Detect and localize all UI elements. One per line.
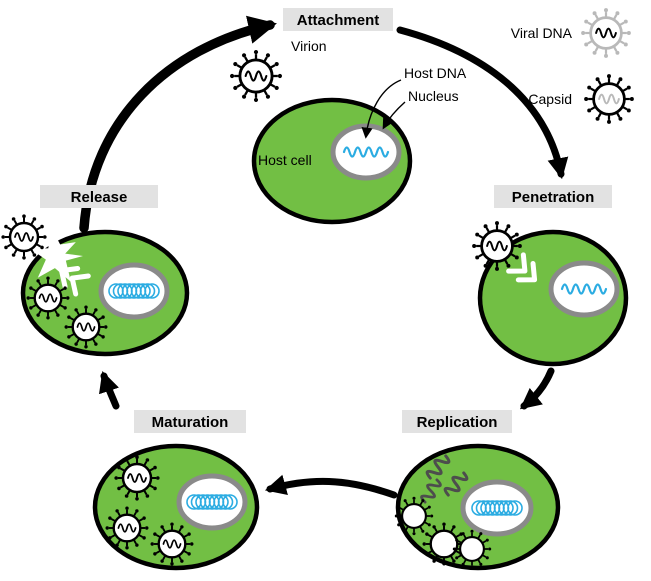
membrane-burst-icon xyxy=(31,226,84,282)
maturation-cell xyxy=(92,443,260,571)
penetration-label-box xyxy=(494,185,612,208)
host-nucleus xyxy=(330,123,402,181)
attachment-label-box xyxy=(283,8,393,31)
penetration-label: Penetration xyxy=(512,189,595,206)
nucleus-envelope xyxy=(98,262,170,320)
virion-label: Virion xyxy=(291,38,327,54)
nucleus xyxy=(176,473,248,531)
replication-label-box xyxy=(402,410,512,433)
legend-capsid-label: Capsid xyxy=(528,91,572,107)
arrow-penetration-to-replication xyxy=(519,367,555,410)
replication-cell xyxy=(395,443,561,571)
legend-viral-dna-label: Viral DNA xyxy=(511,25,573,41)
nucleus xyxy=(98,262,170,320)
viral-dna-legend-icon xyxy=(581,8,631,58)
host-dna-label: Host DNA xyxy=(404,65,467,81)
replication-label: Replication xyxy=(417,414,498,431)
host-cell-label: Host cell xyxy=(258,152,312,168)
arrow-attachment-to-penetration xyxy=(396,26,569,180)
maturation-label-box xyxy=(134,410,246,433)
release-label: Release xyxy=(71,189,128,206)
attachment-host-cell: Host cell xyxy=(251,97,413,225)
penetration-cell xyxy=(472,221,629,367)
arrow-maturation-to-release xyxy=(99,371,120,410)
maturation-label: Maturation xyxy=(152,414,229,431)
legend: Viral DNA Capsid xyxy=(511,8,634,124)
attachment-label: Attachment xyxy=(297,12,380,29)
release-label-box xyxy=(40,185,158,208)
virion-icon xyxy=(230,50,282,102)
nucleus-envelope xyxy=(460,479,534,537)
host-dna-pointer-arrow xyxy=(361,79,402,139)
capsid-legend-icon xyxy=(584,74,634,124)
nucleus-label: Nucleus xyxy=(408,88,459,104)
nucleus-envelope xyxy=(176,473,248,531)
nucleus xyxy=(548,260,620,318)
stage-labels: Attachment Penetration Replication Matur… xyxy=(40,8,612,433)
nucleus xyxy=(460,479,534,537)
arrow-replication-to-maturation xyxy=(264,474,398,499)
release-cell xyxy=(1,214,190,357)
nucleus-pointer-arrow xyxy=(382,101,406,130)
